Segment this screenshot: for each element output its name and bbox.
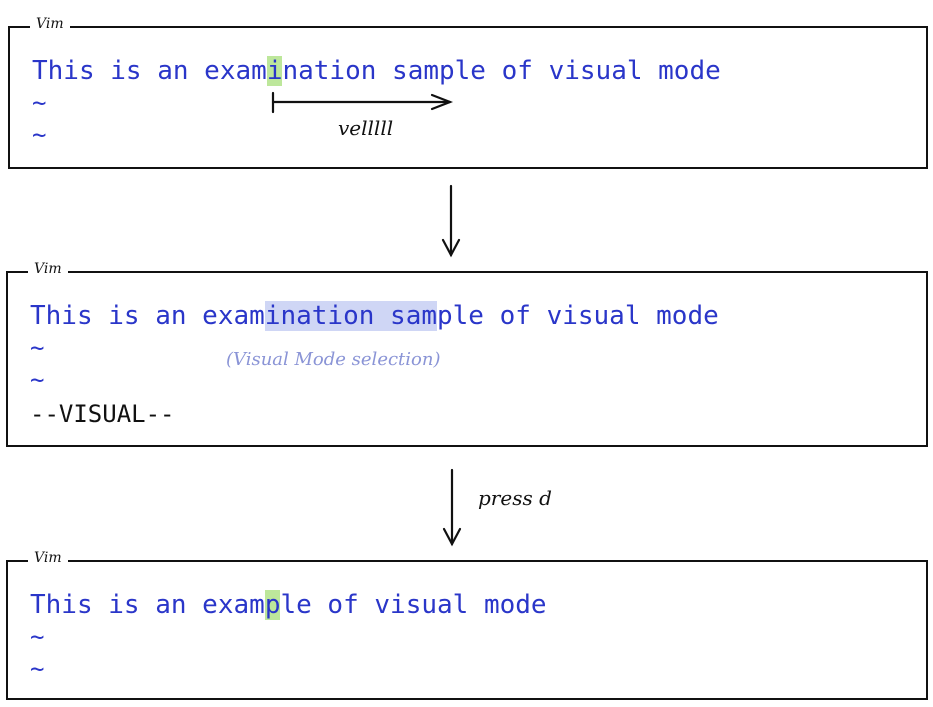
text-segment: This is an exam — [30, 301, 265, 331]
panel-label: Vim — [28, 550, 68, 566]
empty-line-tilde: ~ — [32, 121, 47, 149]
panel-label: Vim — [30, 16, 70, 32]
buffer-line: This is an examination sample of visual … — [32, 56, 721, 86]
cursor: p — [264, 590, 281, 620]
panel-label: Vim — [28, 261, 68, 277]
buffer-line: This is an examination sample of visual … — [30, 301, 719, 331]
empty-line-tilde: ~ — [32, 89, 47, 117]
text-segment: nation sample of visual mode — [282, 56, 721, 86]
down-arrow — [441, 184, 461, 258]
motion-label: velllll — [338, 116, 394, 140]
vim-panel-visual: Vim This is an examination sample of vis… — [6, 261, 928, 447]
motion-arrow — [271, 91, 454, 114]
text-segment: le of visual mode — [280, 590, 547, 620]
vim-panel-before: Vim This is an examination sample of vis… — [8, 16, 928, 169]
transition-label: press d — [478, 486, 552, 510]
text-segment: ple of visual mode — [437, 301, 719, 331]
buffer-line: This is an example of visual mode — [30, 590, 547, 620]
cursor: i — [266, 56, 283, 86]
visual-selection: ination sam — [264, 301, 437, 331]
empty-line-tilde: ~ — [30, 366, 45, 394]
vim-panel-after: Vim This is an example of visual mode ~ … — [6, 550, 928, 700]
empty-line-tilde: ~ — [30, 623, 45, 651]
selection-note: (Visual Mode selection) — [226, 349, 441, 370]
text-segment: This is an exam — [30, 590, 265, 620]
empty-line-tilde: ~ — [30, 655, 45, 683]
mode-status: --VISUAL-- — [30, 400, 175, 428]
down-arrow — [442, 468, 462, 547]
empty-line-tilde: ~ — [30, 334, 45, 362]
text-segment: This is an exam — [32, 56, 267, 86]
